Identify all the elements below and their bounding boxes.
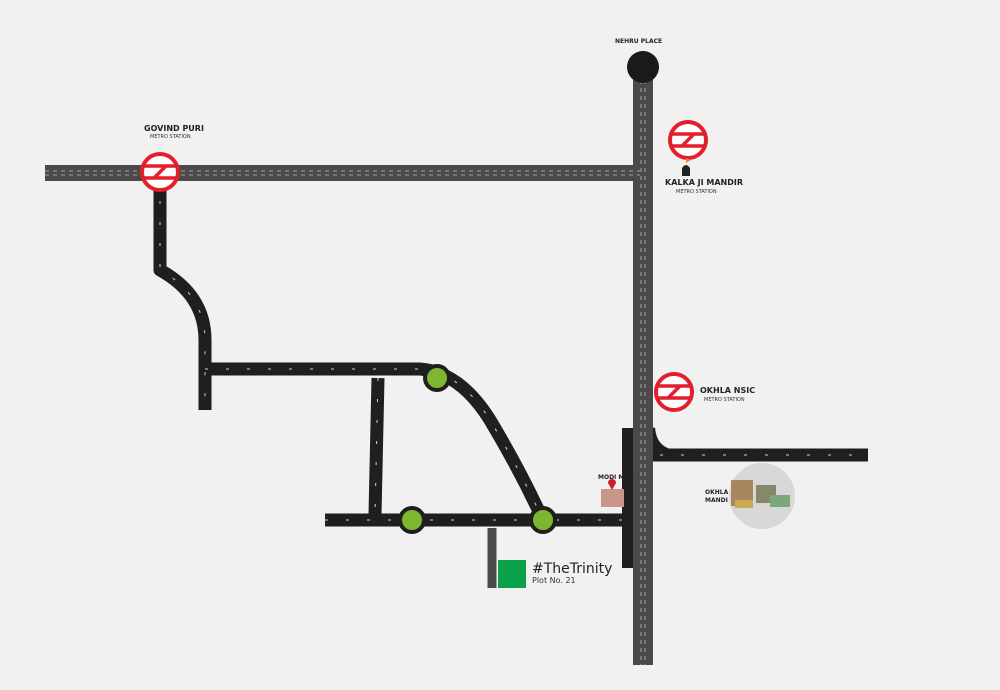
- project-name: #TheTrinity: [532, 561, 613, 577]
- okhla-mandi-label: OKHLA MANDI: [705, 489, 729, 504]
- project-label: #TheTrinity Plot No. 21: [532, 561, 612, 585]
- location-pin-icon: [608, 479, 616, 490]
- project-plot: Plot No. 21: [532, 576, 576, 585]
- nehru-place-label: NEHRU PLACE: [615, 38, 663, 45]
- okhla-nsic-sub: METRO STATION: [704, 397, 745, 403]
- metro-logo-icon: [654, 372, 694, 412]
- project-site-marker: [498, 560, 526, 588]
- govind-puri-sub: METRO STATION: [150, 134, 191, 140]
- roundabouts: [398, 364, 557, 534]
- modi-mill-building: [601, 489, 624, 507]
- modi-mill-label: MODI MILL: [598, 474, 635, 481]
- roundabout: [398, 506, 426, 534]
- govind-puri-label: GOVIND PURI: [144, 124, 204, 133]
- kalkaji-sub: METRO STATION: [676, 189, 717, 195]
- metro-logo-icon: [668, 120, 708, 160]
- road-link-vertical: [368, 377, 385, 516]
- roundabout: [529, 506, 557, 534]
- roundabout: [423, 364, 451, 392]
- nehru-place-marker: [627, 51, 659, 83]
- road-govindpuri-branch: [153, 180, 212, 410]
- metro-logo-icon: [140, 152, 180, 192]
- temple-icon: [682, 158, 691, 176]
- okhla-nsic-label: OKHLA NSIC: [700, 386, 756, 395]
- okhla-mandi-illustration-detail: [731, 480, 790, 508]
- kalkaji-label: KALKA JI MANDIR: [665, 178, 744, 187]
